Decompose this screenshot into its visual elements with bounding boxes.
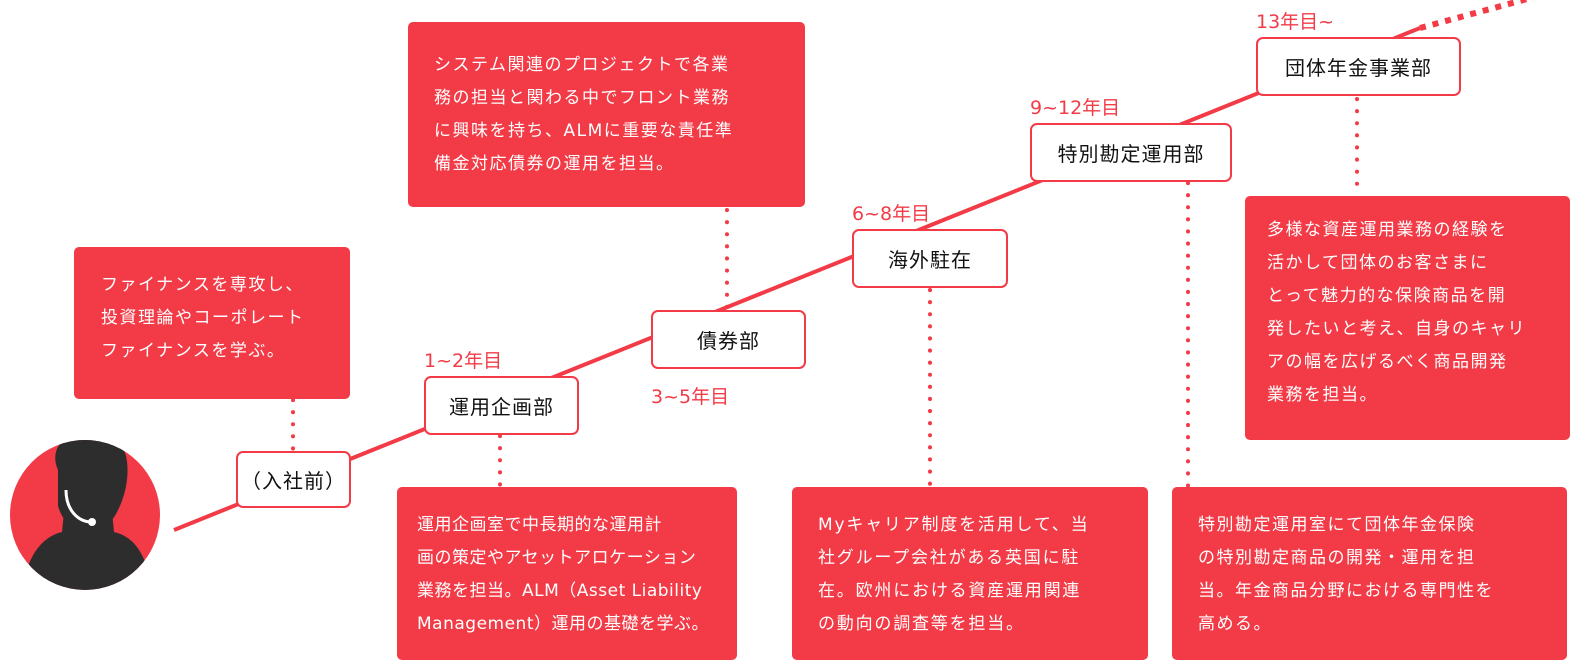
years-kaigai: 6~8年目: [852, 203, 931, 225]
stage-saiken: 債券部: [651, 310, 806, 369]
note-saiken-line: 務の担当と関わる中でフロント業務: [434, 88, 730, 108]
note-tokubetsu-line: の特別勘定商品の開発・運用を担: [1198, 548, 1476, 568]
note-pre-join-line: ファイナンスを学ぶ。: [101, 341, 286, 361]
note-pre-join-line: 投資理論やコーポレート: [101, 308, 305, 328]
stage-unyou-kikaku: 運用企画部: [424, 376, 579, 435]
note-dantai: 多様な資産運用業務の経験を 活かして団体のお客さまに とって魅力的な保険商品を開…: [1245, 196, 1570, 440]
note-kaigai: Myキャリア制度を活用して、当 社グループ会社がある英国に駐 在。欧州における資…: [792, 487, 1148, 660]
years-tokubetsu: 9~12年目: [1030, 97, 1121, 119]
note-unyou-kikaku-line: 運用企画室で中長期的な運用計: [417, 515, 662, 535]
stage-unyou-kikaku-label: 運用企画部: [449, 395, 554, 419]
note-tokubetsu-line: 高める。: [1198, 614, 1272, 634]
stage-kaigai: 海外駐在: [852, 229, 1008, 288]
stage-saiken-label: 債券部: [697, 329, 760, 353]
timeline-line: [173, 26, 1421, 532]
note-pre-join: ファイナンスを専攻し、 投資理論やコーポレート ファイナンスを学ぶ。: [74, 247, 350, 399]
note-unyou-kikaku-line: 業務を担当。ALM（Asset Liability: [417, 581, 703, 601]
note-dantai-line: とって魅力的な保険商品を開: [1267, 286, 1507, 306]
note-dantai-line: アの幅を広げるべく商品開発: [1267, 352, 1508, 372]
note-tokubetsu-line: 特別勘定運用室にて団体年金保険: [1198, 515, 1476, 535]
note-tokubetsu-line: 当。年金商品分野における専門性を: [1198, 581, 1494, 601]
note-kaigai-line: の動向の調査等を担当。: [818, 614, 1025, 634]
note-kaigai-line: 社グループ会社がある英国に駐: [818, 548, 1081, 568]
note-saiken-line: に興味を持ち、ALMに重要な責任準: [434, 121, 734, 141]
stage-tokubetsu-label: 特別勘定運用部: [1057, 142, 1205, 166]
note-saiken-line: システム関連のプロジェクトで各業: [434, 55, 730, 75]
note-dantai-line: 発したいと考え、自身のキャリ: [1267, 319, 1526, 339]
stage-tokubetsu: 特別勘定運用部: [1030, 123, 1232, 182]
note-unyou-kikaku-line: 画の策定やアセットアロケーション: [417, 548, 697, 568]
note-unyou-kikaku-line: Management）運用の基礎を学ぶ。: [417, 614, 709, 634]
years-saiken: 3~5年目: [651, 386, 730, 408]
stage-pre-join-label: （入社前）: [241, 469, 346, 493]
stage-dantai-label: 団体年金事業部: [1285, 56, 1432, 80]
stage-kaigai-label: 海外駐在: [888, 248, 972, 272]
note-kaigai-line: Myキャリア制度を活用して、当: [818, 515, 1090, 535]
timeline-continuation-dotted: [1419, 0, 1535, 31]
note-dantai-line: 業務を担当。: [1267, 385, 1378, 405]
stage-pre-join: （入社前）: [236, 451, 351, 508]
note-kaigai-line: 在。欧州における資産運用関連: [818, 581, 1082, 601]
note-dantai-line: 活かして団体のお客さまに: [1267, 253, 1489, 273]
note-saiken-line: 備金対応債券の運用を担当。: [434, 154, 675, 174]
years-dantai: 13年目~: [1256, 11, 1335, 33]
person-avatar-icon: [10, 440, 160, 590]
note-unyou-kikaku: 運用企画室で中長期的な運用計 画の策定やアセットアロケーション 業務を担当。AL…: [397, 487, 737, 660]
note-saiken: システム関連のプロジェクトで各業 務の担当と関わる中でフロント業務 に興味を持ち…: [408, 22, 805, 207]
note-tokubetsu: 特別勘定運用室にて団体年金保険 の特別勘定商品の開発・運用を担 当。年金商品分野…: [1172, 487, 1567, 660]
note-pre-join-line: ファイナンスを専攻し、: [101, 275, 304, 295]
note-dantai-line: 多様な資産運用業務の経験を: [1267, 220, 1508, 240]
stage-dantai: 団体年金事業部: [1256, 37, 1461, 96]
years-unyou-kikaku: 1~2年目: [424, 350, 503, 372]
